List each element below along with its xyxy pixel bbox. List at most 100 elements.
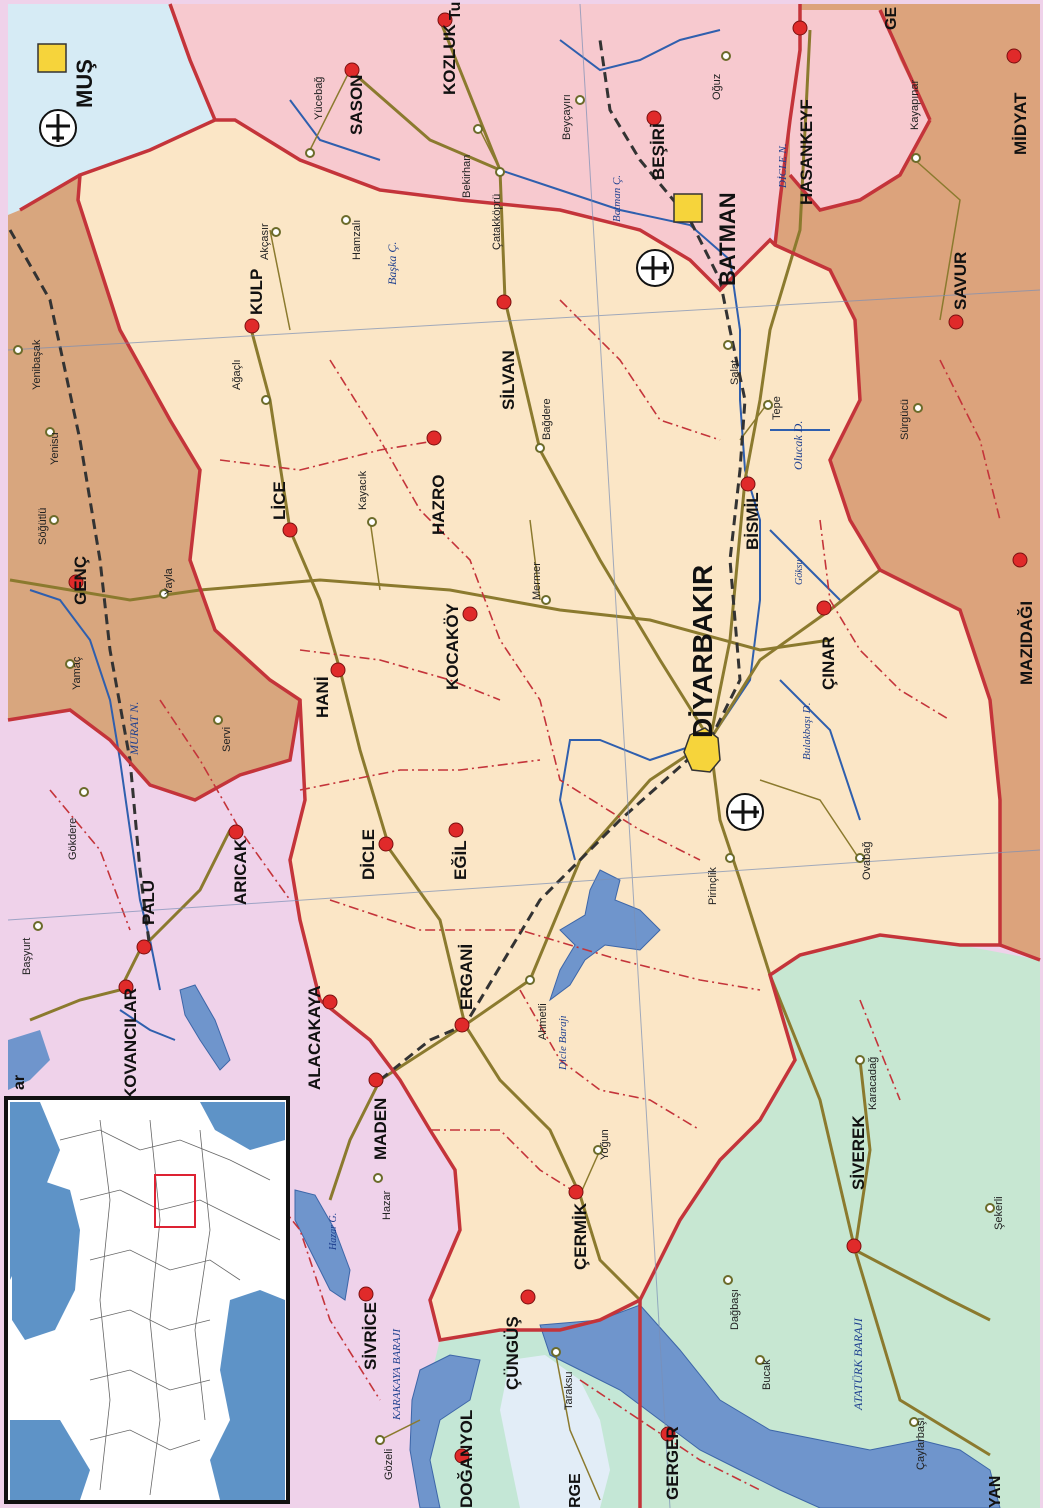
town-label: ÇINAR — [819, 636, 838, 690]
karakaya-reservoir-south — [409, 1354, 481, 1508]
dicle-dam-lake — [549, 869, 661, 1002]
village-marker — [541, 595, 551, 605]
village-marker — [213, 715, 223, 725]
town-marker — [792, 20, 808, 36]
village-label: Ahmetli — [537, 1003, 549, 1040]
town-label: BİSMİL — [743, 492, 762, 550]
village-label: Yamaç — [71, 656, 83, 690]
town-marker — [496, 294, 512, 310]
inset-sea-east — [210, 1290, 285, 1500]
village-marker — [261, 395, 271, 405]
airport-icon — [39, 109, 77, 147]
village-label: Kayacık — [357, 470, 369, 510]
town-marker — [1012, 552, 1028, 568]
village-marker — [911, 153, 921, 163]
town-label: PALU — [139, 880, 158, 925]
village-marker — [551, 1347, 561, 1357]
capital-marker — [37, 43, 67, 73]
town-label: GERGER — [663, 1426, 682, 1500]
town-label: SİLVAN — [499, 350, 518, 410]
water-label: Başka Ç. — [385, 242, 399, 285]
town-marker — [358, 1286, 374, 1302]
village-marker — [341, 215, 351, 225]
town-label: HANİ — [313, 676, 332, 718]
town-marker — [816, 600, 832, 616]
village-label: Pirinçlik — [707, 867, 719, 905]
rivers — [29, 29, 861, 1041]
gerger-lake-light — [500, 1355, 610, 1508]
village-label: Bucak — [761, 1359, 773, 1390]
town-marker — [426, 430, 442, 446]
murat-river-lake — [8, 1030, 50, 1090]
village-label: Bağdere — [541, 398, 553, 440]
minor-roads — [269, 69, 961, 1501]
town-label: ÇERMİK — [571, 1202, 590, 1270]
town-marker — [846, 1238, 862, 1254]
capital-label: BATMAN — [715, 192, 740, 286]
village-marker — [855, 1055, 865, 1065]
airport-icon — [636, 249, 674, 287]
village-label: Akçasır — [259, 223, 271, 260]
hazar-lake — [294, 1189, 351, 1301]
village-marker — [723, 1275, 733, 1285]
town-label: DİCLE — [359, 829, 378, 880]
edge-fragment-label: ar — [11, 1075, 28, 1090]
village-label: Yenisu — [49, 432, 61, 465]
graticule — [7, 3, 1041, 1508]
water-label: Bulakbaşı D. — [801, 703, 813, 760]
village-label: Yücebağ — [313, 77, 325, 120]
batman-province — [170, 4, 800, 290]
village-label: Kayapınar — [909, 80, 921, 130]
village-marker — [985, 1203, 995, 1213]
village-marker — [473, 124, 483, 134]
village-marker — [45, 427, 55, 437]
hasankeyf-area — [790, 10, 930, 210]
town-marker — [520, 1289, 536, 1305]
village-marker — [909, 1417, 919, 1427]
inset-sea-north — [200, 1102, 285, 1150]
town-label: MİDYAT — [1011, 92, 1030, 155]
town-label: KOZLUK — [440, 23, 459, 95]
village-label: Ağaçlı — [231, 359, 243, 390]
water-label: Dicle Barajı — [557, 1015, 569, 1071]
town-label: ARICAK — [231, 838, 250, 905]
town-marker — [948, 314, 964, 330]
village-marker — [495, 167, 505, 177]
town-marker — [322, 994, 338, 1010]
village-marker — [855, 853, 865, 863]
railway — [8, 39, 747, 1082]
town-marker — [646, 110, 662, 126]
town-marker — [437, 12, 453, 28]
town-marker — [68, 574, 84, 590]
town-label: SİVEREK — [849, 1115, 868, 1190]
village-marker — [755, 1355, 765, 1365]
water-label: Hazar G. — [328, 1213, 339, 1251]
village-marker — [525, 975, 535, 985]
village-marker — [763, 400, 773, 410]
town-label: MADEN — [371, 1098, 390, 1160]
village-label: Şekerli — [993, 1196, 1005, 1230]
town-marker — [118, 979, 134, 995]
village-label: Yenibaşak — [31, 339, 43, 390]
airport-icon — [726, 793, 764, 831]
village-label: Beyçayırı — [561, 94, 573, 140]
town-marker — [454, 1017, 470, 1033]
town-marker — [344, 62, 360, 78]
capital-label: DİYARBAKIR — [687, 565, 718, 738]
bingol-province — [8, 175, 300, 800]
village-label: Başyurt — [21, 938, 33, 975]
town-marker — [368, 1072, 384, 1088]
town-label: LİCE — [270, 481, 289, 520]
water-label: MURAT N. — [127, 702, 141, 756]
village-marker — [575, 95, 585, 105]
town-marker — [1006, 48, 1022, 64]
diyarbakir-province — [78, 120, 1000, 1340]
town-label: KOCAKÖY — [443, 602, 462, 690]
karakaya-reservoir — [179, 984, 231, 1071]
town-marker — [660, 1426, 676, 1442]
edge-fragment-label: RGE — [567, 1473, 584, 1508]
village-label: Taraksu — [563, 1371, 575, 1410]
town-label: SAVUR — [951, 252, 970, 310]
town-label: EĞİL — [451, 840, 470, 880]
